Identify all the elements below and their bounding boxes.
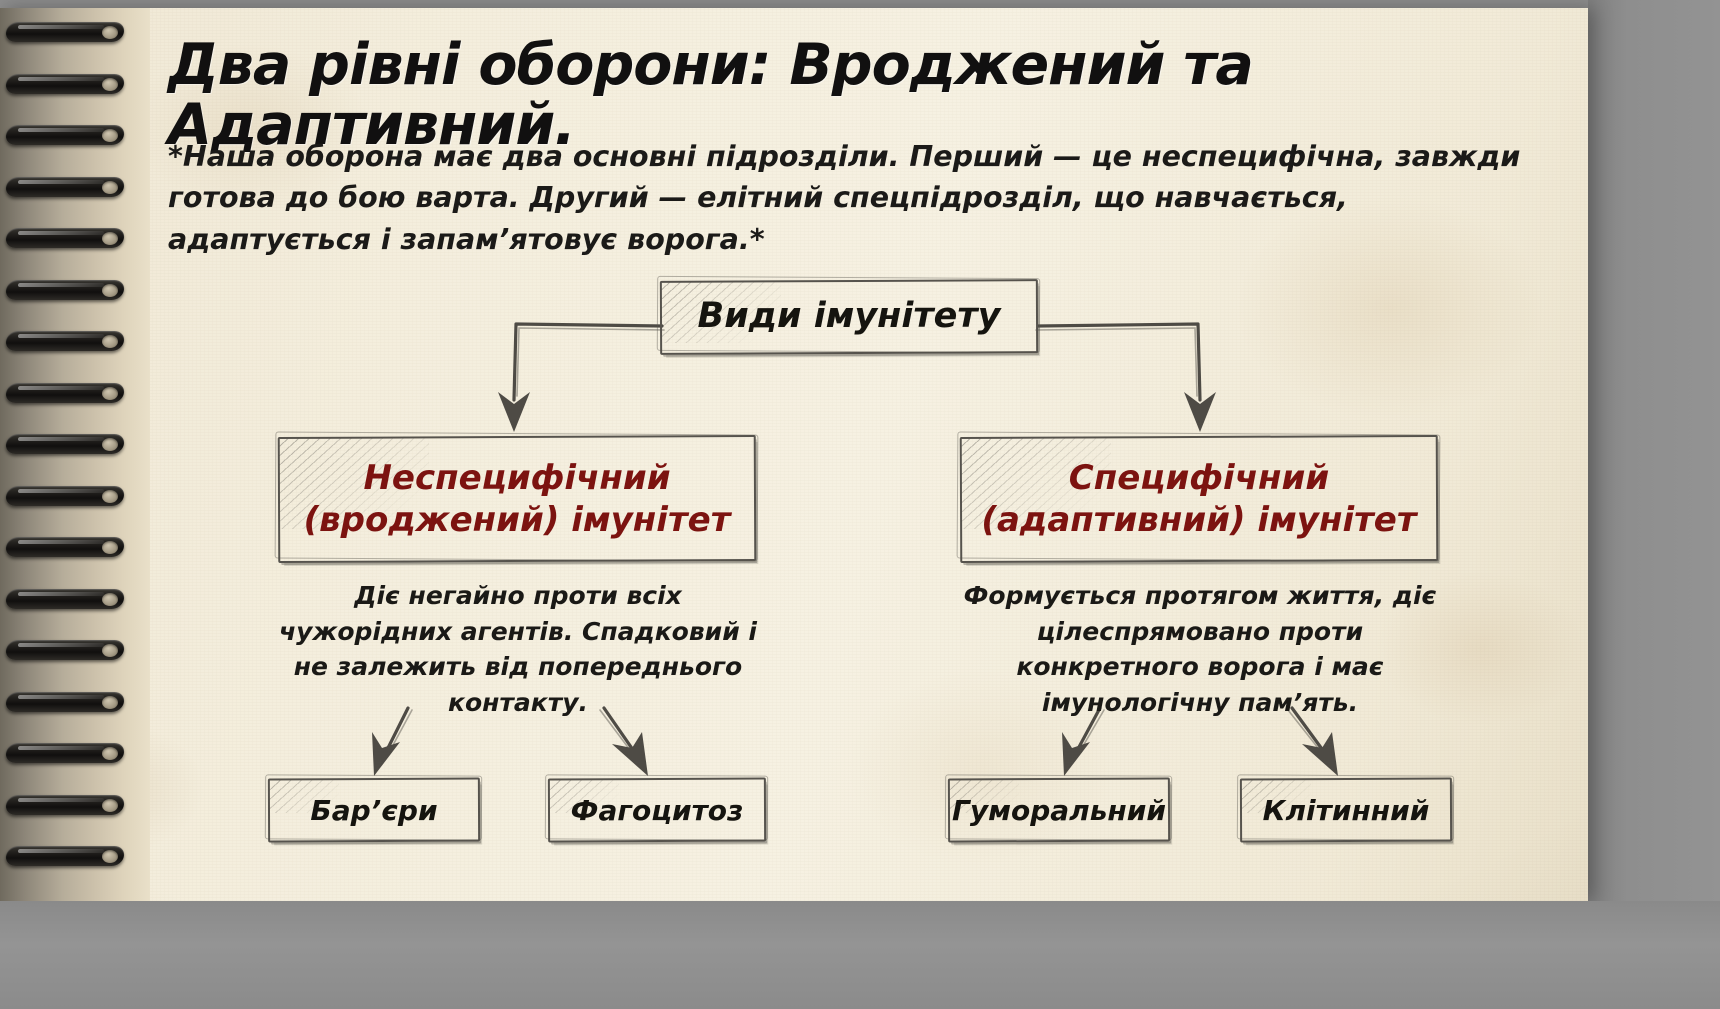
node-root-label: Види імунітету	[697, 296, 1001, 337]
desk-right-strip	[1588, 0, 1720, 1009]
node-cellular[interactable]: Клітинний	[1236, 774, 1455, 843]
binding-punch-hole	[102, 386, 118, 400]
binding-ring	[4, 228, 128, 250]
binding-ring	[4, 176, 128, 199]
description-adaptive-immunity: Формується протягом життя, діє цілеспрям…	[963, 581, 1437, 717]
binding-ring-highlight	[17, 643, 105, 647]
spiral-binding-icon	[0, 8, 150, 901]
binding-ring	[4, 846, 128, 868]
binding-punch-hole	[102, 283, 118, 297]
node-adaptive-label-line1: Специфічний	[1068, 457, 1330, 498]
description-innate-immunity: Діє негайно проти всіх чужорідних агенті…	[279, 581, 757, 717]
binding-punch-hole	[102, 541, 118, 554]
binding-ring-highlight	[17, 694, 105, 699]
binding-ring-highlight	[17, 25, 105, 29]
binding-ring	[4, 434, 128, 456]
binding-ring	[4, 794, 128, 817]
binding-punch-hole	[102, 747, 118, 760]
binding-punch-hole	[102, 798, 118, 812]
node-adaptive-label-line2: (адаптивний) імунітет	[981, 500, 1417, 540]
binding-ring	[4, 743, 128, 765]
binding-ring-highlight	[17, 437, 105, 441]
binding-ring	[4, 22, 128, 44]
binding-punch-hole	[102, 129, 118, 142]
binding-punch-hole	[102, 232, 118, 245]
binding-ring-highlight	[17, 746, 105, 750]
binding-ring	[4, 382, 128, 405]
desk-top-strip	[0, 0, 1720, 8]
binding-ring	[4, 125, 128, 147]
node-innate-immunity[interactable]: Неспецифічний (вроджений) імунітет	[274, 431, 759, 564]
binding-ring	[4, 279, 128, 302]
binding-ring-highlight	[17, 797, 105, 802]
binding-ring-highlight	[17, 179, 105, 184]
node-humoral[interactable]: Гуморальний	[944, 774, 1173, 843]
binding-ring	[4, 640, 128, 662]
node-root[interactable]: Види імунітету	[656, 275, 1041, 355]
binding-punch-hole	[102, 644, 118, 657]
binding-ring-highlight	[17, 488, 105, 493]
binding-ring-highlight	[17, 282, 105, 287]
binding-ring-highlight	[17, 128, 105, 132]
node-humoral-label: Гуморальний	[952, 793, 1166, 827]
page-title: Два рівні оборони: Вроджений та Адаптивн…	[168, 32, 1254, 158]
binding-punch-hole	[102, 26, 118, 39]
node-barriers-label: Бар’єри	[310, 793, 438, 827]
binding-ring	[4, 73, 128, 96]
desk-bottom-strip	[0, 901, 1720, 1009]
binding-punch-hole	[102, 335, 118, 348]
binding-punch-hole	[102, 695, 118, 709]
binding-ring	[4, 588, 128, 611]
node-barriers[interactable]: Бар’єри	[264, 774, 483, 843]
binding-ring	[4, 691, 128, 714]
binding-punch-hole	[102, 438, 118, 451]
binding-punch-hole	[102, 77, 118, 91]
node-cellular-label: Клітинний	[1262, 793, 1430, 827]
node-adaptive-label: Специфічний (адаптивний) імунітет	[965, 457, 1432, 542]
binding-punch-hole	[102, 850, 118, 863]
binding-ring-highlight	[17, 385, 105, 390]
node-innate-label-line1: Неспецифічний	[363, 457, 671, 498]
binding-ring-highlight	[17, 334, 105, 338]
page-subtitle: *Наша оборона має два основні підрозділи…	[168, 140, 1521, 256]
notebook-page: Два рівні оборони: Вроджений та Адаптивн…	[0, 8, 1588, 901]
node-innate-label: Неспецифічний (вроджений) імунітет	[288, 457, 747, 542]
node-phagocytosis-label: Фагоцитоз	[570, 793, 744, 827]
node-phagocytosis[interactable]: Фагоцитоз	[544, 774, 769, 843]
binding-ring-highlight	[17, 76, 105, 81]
binding-punch-hole	[102, 592, 118, 606]
binding-ring	[4, 537, 128, 559]
binding-ring	[4, 485, 128, 508]
binding-ring-highlight	[17, 591, 105, 596]
node-adaptive-immunity[interactable]: Специфічний (адаптивний) імунітет	[956, 431, 1441, 564]
binding-ring-highlight	[17, 231, 105, 235]
binding-ring-highlight	[17, 849, 105, 853]
binding-ring-highlight	[17, 540, 105, 544]
binding-punch-hole	[102, 489, 118, 503]
binding-ring	[4, 331, 128, 353]
binding-punch-hole	[102, 180, 118, 194]
node-innate-label-line2: (вроджений) імунітет	[303, 500, 731, 540]
